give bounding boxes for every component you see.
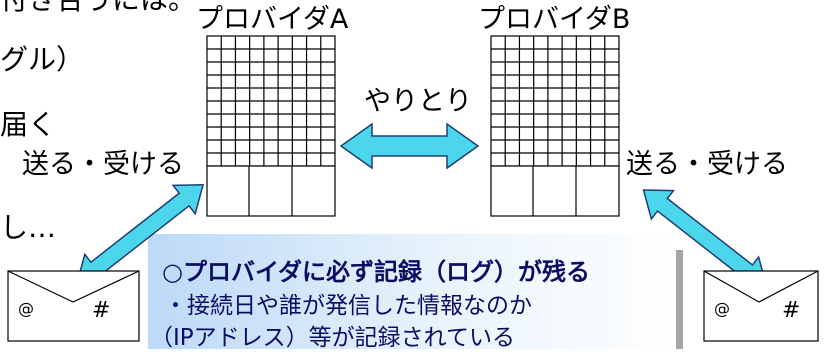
right-envelope-at: @ [714, 299, 730, 318]
left-envelope-hash: # [92, 298, 110, 323]
left-envelope-at: @ [18, 299, 34, 318]
fragment-left-2: 届く [0, 108, 57, 141]
log-note-title: ○プロバイダに必ず記録（ログ）が残る [162, 258, 590, 286]
fragment-top: 付き合うには。 [0, 0, 196, 14]
log-note-line-1: ・接続日や誰が発信した情報なのか [164, 293, 532, 319]
exchange-label: やりとり [364, 86, 472, 117]
fragment-left-1: グル） [0, 43, 85, 76]
right-envelope-icon: @ # [703, 270, 819, 342]
left-envelope-icon: @ # [7, 270, 140, 342]
right-envelope-hash: # [782, 298, 800, 323]
send-receive-right-label: 送る・受ける [626, 149, 788, 180]
provider-b-label: プロバイダB [478, 4, 631, 35]
provider-a-building-icon [206, 35, 336, 217]
provider-a-label: プロバイダA [196, 4, 349, 35]
fragment-left-3: し… [0, 211, 57, 244]
provider-b-building-icon [490, 35, 620, 217]
exchange-double-arrow-icon [339, 122, 480, 170]
log-note-line-2: （IPアドレス）等が記録されている [150, 325, 515, 351]
log-note-box: ○プロバイダに必ず記録（ログ）が残る ・接続日や誰が発信した情報なのか （IPア… [148, 234, 681, 351]
send-receive-left-label: 送る・受ける [22, 149, 184, 180]
note-divider [676, 250, 683, 349]
